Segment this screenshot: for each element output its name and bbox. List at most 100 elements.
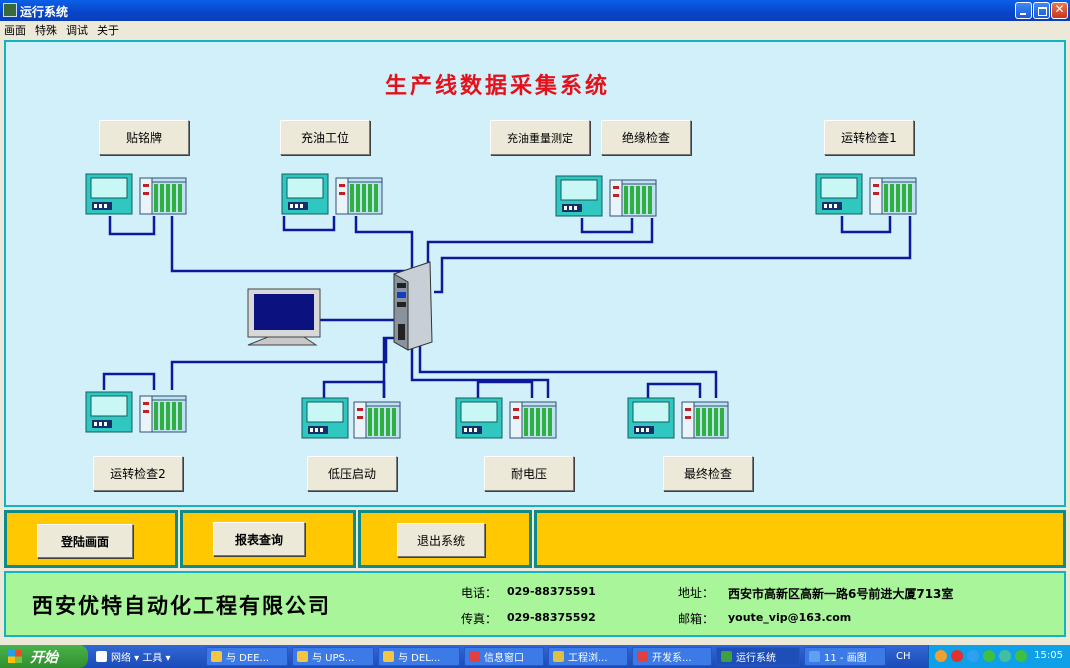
network-lines xyxy=(102,216,912,398)
network-icon xyxy=(96,651,107,662)
taskbar-item-label: 与 DEL... xyxy=(398,653,441,664)
taskbar-item-label: 11 - 画图 xyxy=(824,653,867,664)
close-button[interactable]: ✕ xyxy=(1051,2,1068,19)
exit-panel: 退出系统 xyxy=(358,510,532,568)
company-info-panel: 西安优特自动化工程有限公司 电话： 029-88375591 传真： 029-8… xyxy=(4,571,1066,637)
server-computer xyxy=(393,261,433,351)
tray-icon-1[interactable] xyxy=(935,650,947,662)
taskbar-item-project-browser[interactable]: 工程浏... xyxy=(548,647,628,666)
exit-system-button[interactable]: 退出系统 xyxy=(397,523,485,557)
fax-value: 029-88375592 xyxy=(507,611,596,624)
phone-value: 029-88375591 xyxy=(507,585,596,598)
bottom-plc-4 xyxy=(681,401,729,439)
minimize-button[interactable] xyxy=(1015,2,1032,19)
window-title: 运行系统 xyxy=(20,5,69,19)
taskbar-item-dee[interactable]: 与 DEE... xyxy=(206,647,288,666)
taskbar: 开始 网络 ▾ 工具 ▾ 与 DEE... 与 UPS... 与 DEL... … xyxy=(0,645,1070,668)
station-button-final-check[interactable]: 最终检查 xyxy=(663,456,753,491)
tray-icon-3[interactable] xyxy=(967,650,979,662)
monitor-computer xyxy=(247,288,321,346)
station-button-low-voltage-start[interactable]: 低压启动 xyxy=(307,456,397,491)
top-terminal-4 xyxy=(815,173,863,215)
quicklaunch-label: 网络 ▾ 工具 ▾ xyxy=(111,653,171,664)
chat-icon xyxy=(297,651,308,662)
taskbar-item-dev-system[interactable]: 开发系... xyxy=(632,647,712,666)
close-icon: ✕ xyxy=(1054,2,1065,16)
info-window-icon xyxy=(469,651,480,662)
menu-item-debug[interactable]: 调试 xyxy=(66,24,88,37)
taskbar-item-info-window[interactable]: 信息窗口 xyxy=(464,647,544,666)
top-terminal-1 xyxy=(85,173,133,215)
network-diagram xyxy=(85,173,917,439)
bottom-terminal-4 xyxy=(627,397,675,439)
status-panel xyxy=(534,510,1066,568)
menu-item-about[interactable]: 关于 xyxy=(97,24,119,37)
report-query-button[interactable]: 报表查询 xyxy=(213,522,305,556)
shield-icon[interactable] xyxy=(1015,650,1027,662)
dev-system-icon xyxy=(637,651,648,662)
page-title: 生产线数据采集系统 xyxy=(384,73,610,99)
address-value: 西安市高新区高新一路6号前进大厦713室 xyxy=(728,587,954,601)
fax-label: 传真： xyxy=(461,612,498,626)
start-button[interactable]: 开始 xyxy=(0,645,88,668)
company-name: 西安优特自动化工程有限公司 xyxy=(32,593,331,618)
bottom-plc-2 xyxy=(353,401,401,439)
menu-item-screen[interactable]: 画面 xyxy=(4,24,26,37)
top-terminal-2 xyxy=(281,173,329,215)
taskbar-item-label: 运行系统 xyxy=(736,653,776,664)
project-browser-icon xyxy=(553,651,564,662)
paint-icon xyxy=(809,651,820,662)
bottom-plc-3 xyxy=(509,401,557,439)
top-terminal-3 xyxy=(555,175,603,217)
tray-icon-4[interactable] xyxy=(983,650,995,662)
station-button-run-check-2[interactable]: 运转检查2 xyxy=(93,456,183,491)
bottom-terminal-3 xyxy=(455,397,503,439)
station-button-oil-weight[interactable]: 充油重量测定 xyxy=(490,120,590,155)
station-button-run-check-1[interactable]: 运转检查1 xyxy=(824,120,914,155)
language-indicator[interactable]: CH xyxy=(892,647,926,666)
station-button-oil-filling[interactable]: 充油工位 xyxy=(280,120,370,155)
bottom-terminal-2 xyxy=(301,397,349,439)
top-plc-2 xyxy=(335,177,383,215)
bottom-terminal-1 xyxy=(85,391,133,433)
run-system-icon xyxy=(721,651,732,662)
phone-label: 电话： xyxy=(461,586,498,600)
top-plc-4 xyxy=(869,177,917,215)
taskbar-item-label: 信息窗口 xyxy=(484,653,524,664)
email-value: youte_vip@163.com xyxy=(728,611,852,624)
taskbar-item-label: 与 UPS... xyxy=(312,653,355,664)
window-titlebar: 运行系统 ✕ xyxy=(0,0,1070,21)
app-icon xyxy=(3,3,17,17)
address-label: 地址： xyxy=(678,586,715,600)
station-button-insulation[interactable]: 绝缘检查 xyxy=(601,120,691,155)
login-panel: 登陆画面 xyxy=(4,510,178,568)
windows-logo-icon xyxy=(8,650,22,663)
login-screen-button[interactable]: 登陆画面 xyxy=(37,524,133,558)
tray-icon-5[interactable] xyxy=(999,650,1011,662)
top-plc-3 xyxy=(609,179,657,217)
email-label: 邮箱： xyxy=(678,612,715,626)
taskbar-item-label: 开发系... xyxy=(652,653,692,664)
menu-item-special[interactable]: 特殊 xyxy=(35,24,57,37)
taskbar-item-del[interactable]: 与 DEL... xyxy=(378,647,460,666)
menu-bar: 画面特殊调试关于 xyxy=(0,21,1070,37)
system-tray: 15:05 xyxy=(928,645,1070,668)
restore-button[interactable] xyxy=(1033,2,1050,19)
top-plc-1 xyxy=(139,177,187,215)
report-panel: 报表查询 xyxy=(180,510,356,568)
taskbar-item-label: 与 DEE... xyxy=(226,653,270,664)
station-button-withstand-voltage[interactable]: 耐电压 xyxy=(484,456,574,491)
clock[interactable]: 15:05 xyxy=(1034,650,1063,661)
production-line-panel: 生产线数据采集系统 xyxy=(4,40,1066,507)
quicklaunch-toolbar[interactable]: 网络 ▾ 工具 ▾ xyxy=(92,647,196,666)
taskbar-item-paint[interactable]: 11 - 画图 xyxy=(804,647,886,666)
taskbar-item-label: 工程浏... xyxy=(568,653,608,664)
station-button-nameplate[interactable]: 贴铭牌 xyxy=(99,120,189,155)
chat-icon xyxy=(211,651,222,662)
taskbar-item-ups[interactable]: 与 UPS... xyxy=(292,647,374,666)
chat-icon xyxy=(383,651,394,662)
taskbar-item-run-system[interactable]: 运行系统 xyxy=(716,647,800,666)
language-label: CH xyxy=(896,651,911,662)
tray-icon-2[interactable] xyxy=(951,650,963,662)
restore-icon xyxy=(1038,7,1047,16)
